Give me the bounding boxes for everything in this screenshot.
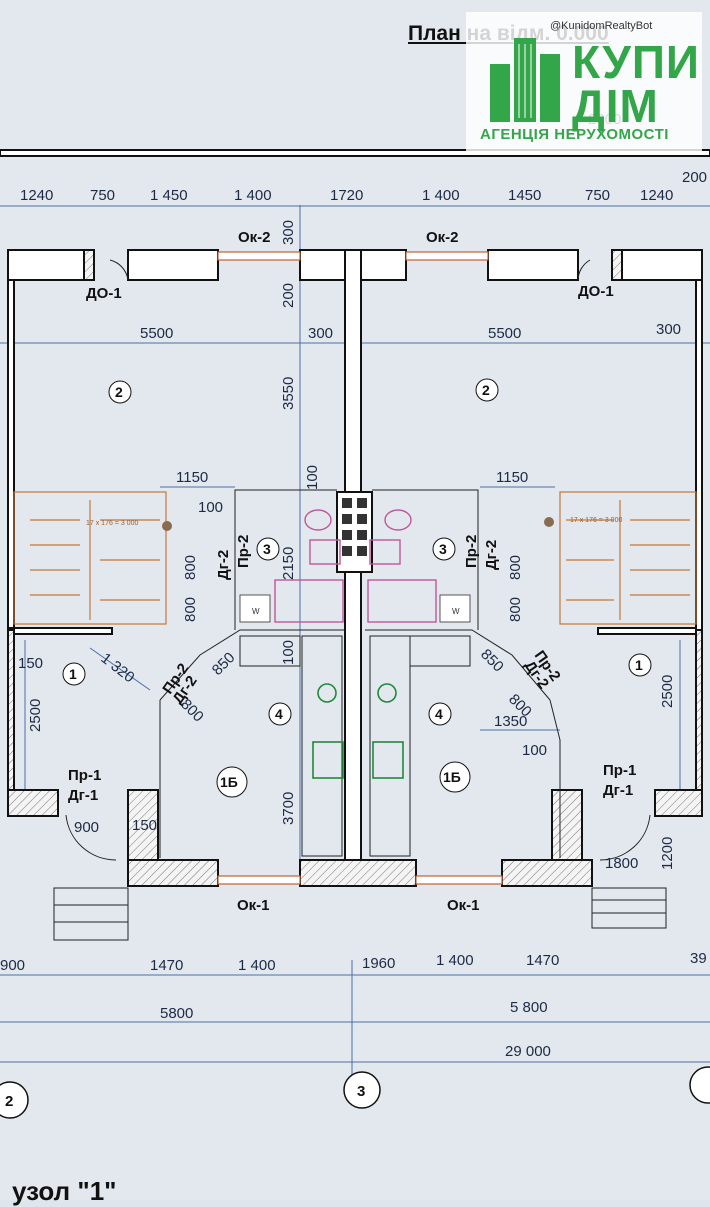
room-label-1b-left: 1Б bbox=[220, 774, 238, 790]
window-label-bottom-left: Ок-1 bbox=[237, 897, 270, 914]
door-label-pr2-left-a: Пр-2 bbox=[235, 535, 252, 568]
svg-text:150: 150 bbox=[18, 655, 43, 672]
room-label-4-right: 4 bbox=[435, 706, 443, 722]
svg-text:200: 200 bbox=[280, 283, 297, 308]
svg-text:5500: 5500 bbox=[140, 325, 173, 342]
door-label-dg2-left-a: Дг-2 bbox=[215, 550, 232, 580]
room-label-1-left: 1 bbox=[69, 666, 77, 682]
svg-text:300: 300 bbox=[308, 325, 333, 342]
axis-bubble-2 bbox=[0, 1081, 29, 1119]
svg-text:100: 100 bbox=[522, 742, 547, 759]
svg-text:1350: 1350 bbox=[494, 713, 527, 730]
axis-bubble-3 bbox=[343, 1071, 381, 1109]
svg-text:100: 100 bbox=[280, 640, 297, 665]
entry-door-label-left: ДО-1 bbox=[86, 285, 122, 302]
room-label-3-right: 3 bbox=[439, 541, 447, 557]
dim-bottom-7: 39 bbox=[690, 950, 707, 967]
svg-text:2150: 2150 bbox=[280, 547, 297, 580]
svg-text:800: 800 bbox=[507, 597, 524, 622]
stairs-left bbox=[13, 491, 172, 625]
room-label-4-left: 4 bbox=[275, 706, 283, 722]
svg-text:1150: 1150 bbox=[176, 469, 208, 486]
dim-top-1: 1240 bbox=[20, 187, 53, 204]
windows bbox=[217, 251, 503, 885]
window-label-top-left: Ок-2 bbox=[238, 229, 271, 246]
dim-bottom-3: 1 400 bbox=[238, 957, 276, 974]
stair-note-right: 17 х 176 = 3 000 bbox=[570, 517, 622, 524]
dim-bottom-2: 1470 bbox=[150, 957, 183, 974]
window-label-bottom-right: Ок-1 bbox=[447, 897, 480, 914]
svg-text:300: 300 bbox=[280, 220, 297, 245]
svg-text:5500: 5500 bbox=[488, 325, 521, 342]
room-label-2-right: 2 bbox=[482, 382, 490, 398]
kitchen-fixtures bbox=[239, 635, 471, 857]
room-label-1-right: 1 bbox=[635, 657, 643, 673]
stair-note-left: 17 х 176 = 3 000 bbox=[86, 520, 138, 527]
window-label-top-right: Ок-2 bbox=[426, 229, 459, 246]
washer-label-left: W bbox=[252, 607, 260, 616]
door-label-dg2-right-a: Дг-2 bbox=[483, 540, 500, 570]
axis-label-3: 3 bbox=[357, 1083, 365, 1100]
building-icon bbox=[490, 38, 560, 122]
svg-text:3550: 3550 bbox=[280, 377, 297, 410]
stairs-right bbox=[544, 491, 697, 625]
dim-bottom-total: 29 000 bbox=[505, 1043, 551, 1060]
dim-top-4: 1 400 bbox=[234, 187, 272, 204]
door-label-pr1-right: Пр-1 bbox=[603, 762, 636, 779]
bathroom-fixtures bbox=[239, 509, 471, 623]
svg-text:900: 900 bbox=[74, 819, 99, 836]
dim-bottom-6: 1470 bbox=[526, 952, 559, 969]
dim-top-6: 1 400 bbox=[422, 187, 460, 204]
bottom-dimension-rows: 900 1470 1 400 1960 1 400 1470 39 5800 5… bbox=[0, 950, 707, 1060]
svg-text:800: 800 bbox=[182, 597, 199, 622]
detail-caption: узол "1" bbox=[12, 1176, 117, 1206]
svg-text:100: 100 bbox=[304, 465, 321, 490]
dim-top-5: 1720 bbox=[330, 187, 363, 204]
svg-text:100: 100 bbox=[198, 499, 223, 516]
room-label-2-left: 2 bbox=[115, 384, 123, 400]
dim-bottom-9: 5 800 bbox=[510, 999, 548, 1016]
dim-top-8: 750 bbox=[585, 187, 610, 204]
room-label-1b-right: 1Б bbox=[443, 769, 461, 785]
svg-text:2500: 2500 bbox=[27, 699, 44, 732]
top-dimension-row: 1240 750 1 450 1 400 1720 1 400 1450 750… bbox=[20, 111, 707, 204]
svg-text:1800: 1800 bbox=[605, 855, 638, 872]
dim-top-2: 750 bbox=[90, 187, 115, 204]
door-swings bbox=[65, 259, 651, 861]
room-label-3-left: 3 bbox=[263, 541, 271, 557]
watermark-handle: @KunidomRealtyBot bbox=[550, 20, 653, 32]
svg-text:3700: 3700 bbox=[280, 792, 297, 825]
dim-top-10: 200 bbox=[682, 169, 707, 186]
axis-bubble-4 bbox=[689, 1066, 710, 1104]
door-label-pr2-right-a: Пр-2 bbox=[463, 535, 480, 568]
svg-text:1200: 1200 bbox=[659, 837, 676, 870]
washer-label-right: W bbox=[452, 607, 460, 616]
watermark-brand: КУПИ ДІМ bbox=[572, 36, 700, 132]
door-label-dg1-left: Дг-1 bbox=[68, 787, 98, 804]
watermark-agency: АГЕНЦІЯ НЕРУХОМОСТІ bbox=[480, 126, 669, 143]
svg-text:2500: 2500 bbox=[659, 675, 676, 708]
door-label-pr1-left: Пр-1 bbox=[68, 767, 101, 784]
room-markers bbox=[62, 378, 652, 798]
axis-label-2: 2 bbox=[5, 1093, 13, 1110]
dim-bottom-1: 900 bbox=[0, 957, 25, 974]
dim-bottom-5: 1 400 bbox=[436, 952, 474, 969]
dim-top-7: 1450 bbox=[508, 187, 541, 204]
svg-text:150: 150 bbox=[132, 817, 157, 834]
svg-text:800: 800 bbox=[182, 555, 199, 580]
dim-top-9: 1240 bbox=[640, 187, 673, 204]
axis-markers: 2 3 bbox=[0, 1066, 710, 1119]
dim-bottom-8: 5800 bbox=[160, 1005, 193, 1022]
watermark-logo: @KunidomRealtyBot КУПИ ДІМ АГЕНЦІЯ НЕРУХ… bbox=[466, 12, 702, 152]
dim-top-3: 1 450 bbox=[150, 187, 188, 204]
entrance-steps bbox=[53, 887, 667, 941]
svg-text:800: 800 bbox=[507, 555, 524, 580]
ventilation-shaft bbox=[336, 491, 373, 573]
entry-door-label-right: ДО-1 bbox=[578, 283, 614, 300]
door-label-dg1-right: Дг-1 bbox=[603, 782, 633, 799]
svg-text:1150: 1150 bbox=[496, 469, 528, 486]
dim-bottom-4: 1960 bbox=[362, 955, 395, 972]
svg-text:300: 300 bbox=[656, 321, 681, 338]
